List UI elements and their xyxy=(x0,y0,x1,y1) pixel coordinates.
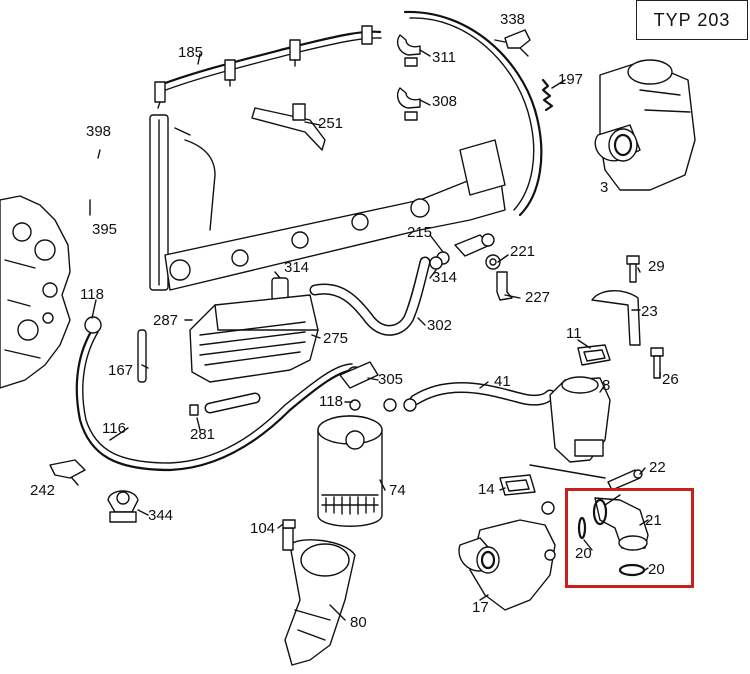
part-label-11: 11 xyxy=(566,325,582,342)
bracket-251-shape xyxy=(251,103,326,151)
elbow-21-shape xyxy=(592,494,649,551)
bolt-29-shape xyxy=(626,255,640,283)
part-label-20-right: 20 xyxy=(648,561,665,578)
part-label-14: 14 xyxy=(478,481,495,498)
vacuum-hose-shape xyxy=(403,10,543,217)
cooler-275-shape xyxy=(189,294,319,383)
part-label-116: 116 xyxy=(102,420,126,437)
part-label-26: 26 xyxy=(662,371,679,388)
clamps-311-308-shape xyxy=(396,34,421,121)
spring-197-shape xyxy=(541,78,554,112)
thermostat-3-shape xyxy=(594,59,696,191)
part-label-287: 287 xyxy=(153,312,179,329)
part-label-311: 311 xyxy=(432,49,456,66)
part-label-21: 21 xyxy=(645,512,662,529)
bracket-80-shape xyxy=(282,527,356,666)
leader-lines xyxy=(71,49,661,621)
part-label-17: 17 xyxy=(472,599,489,616)
part-label-29: 29 xyxy=(648,258,665,275)
housing-8-shape xyxy=(549,376,611,463)
gasket-11-shape xyxy=(577,344,611,366)
part-label-227: 227 xyxy=(525,289,551,306)
part-label-242: 242 xyxy=(30,482,56,499)
oring-20-shape xyxy=(577,516,646,577)
part-label-275: 275 xyxy=(323,330,349,347)
part-label-23: 23 xyxy=(641,303,658,320)
part-label-221: 221 xyxy=(510,243,536,260)
part-label-118-mid: 118 xyxy=(319,393,343,410)
hose-302-shape xyxy=(309,256,431,336)
part-label-305: 305 xyxy=(378,371,404,388)
bracket-23-shape xyxy=(591,290,641,346)
pipe-281-shape xyxy=(189,392,261,416)
part-label-74: 74 xyxy=(389,482,406,499)
part-label-20-left: 20 xyxy=(575,545,592,562)
bolt-26-shape xyxy=(650,347,664,379)
bolt-22-shape xyxy=(529,464,643,491)
gasket-14-shape xyxy=(499,474,536,496)
part-label-344: 344 xyxy=(148,507,174,524)
part-label-8: 8 xyxy=(602,377,611,394)
part-label-314-left: 314 xyxy=(284,259,310,276)
highlight-frame xyxy=(565,488,694,588)
part-label-398: 398 xyxy=(86,123,112,140)
bolt-104-shape xyxy=(282,519,296,529)
part-label-215: 215 xyxy=(407,224,433,241)
part-label-41: 41 xyxy=(494,373,511,390)
fuel-return-line-shape xyxy=(154,25,382,109)
part-label-302: 302 xyxy=(427,317,453,334)
clip-338-shape xyxy=(494,29,531,57)
part-label-22: 22 xyxy=(649,459,666,476)
part-label-395: 395 xyxy=(92,221,118,238)
part-label-80: 80 xyxy=(350,614,367,631)
hose-41-shape xyxy=(339,361,556,412)
engine-block-shape xyxy=(0,195,71,389)
part-label-167: 167 xyxy=(108,362,134,379)
sensor-221-shape xyxy=(436,233,513,301)
part-label-104: 104 xyxy=(250,520,276,537)
clip-242-shape xyxy=(49,459,86,479)
part-label-118-top: 118 xyxy=(80,286,104,303)
part-label-308: 308 xyxy=(432,93,458,110)
part-label-314-right: 314 xyxy=(432,269,458,286)
part-label-185: 185 xyxy=(178,44,204,61)
clamp-344-shape xyxy=(107,490,139,523)
part-label-3: 3 xyxy=(600,179,609,196)
part-label-281: 281 xyxy=(190,426,216,443)
rod-167-shape xyxy=(137,329,147,383)
filter-74-shape xyxy=(317,415,383,527)
housing-17-shape xyxy=(458,501,556,611)
model-type-label: TYP 203 xyxy=(636,0,748,40)
fuel-rail-shape xyxy=(149,114,506,291)
part-label-251: 251 xyxy=(318,115,344,132)
part-label-197: 197 xyxy=(558,71,584,88)
part-label-338: 338 xyxy=(500,11,526,28)
